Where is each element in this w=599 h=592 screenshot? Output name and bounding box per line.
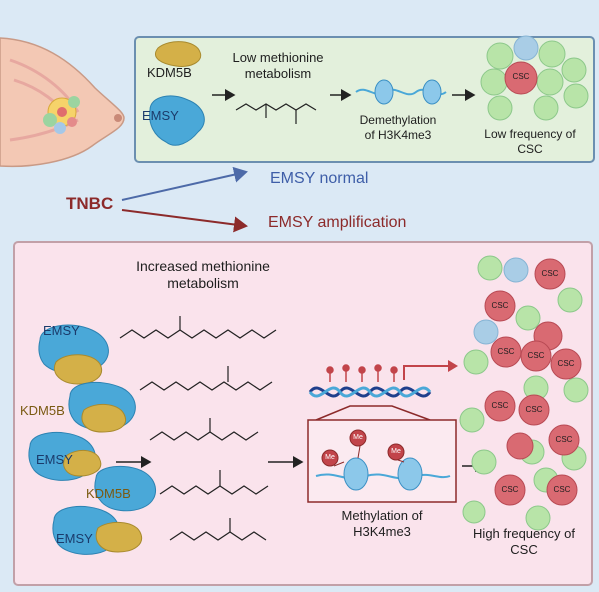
arrow-normal-branch bbox=[121, 166, 248, 201]
breast-illustration bbox=[0, 37, 125, 168]
emsy-label-normal: EMSY bbox=[142, 108, 179, 123]
csc-badge-amp-6: CSC bbox=[491, 401, 509, 410]
low-frequency-line1: Low frequency of bbox=[484, 127, 576, 141]
me-badge-2 bbox=[349, 429, 367, 447]
increased-methionine-line1: Increased methionine bbox=[136, 258, 270, 274]
low-frequency-line2: CSC bbox=[517, 142, 543, 156]
me-badge-3 bbox=[387, 443, 405, 461]
normal-panel bbox=[134, 36, 595, 163]
low-methionine-label: Low methionine metabolism bbox=[218, 50, 338, 82]
methionine-molecules-amplified bbox=[119, 316, 277, 541]
csc-badge-amp-3: CSC bbox=[497, 347, 515, 356]
csc-badge-amp-7: CSC bbox=[525, 405, 543, 414]
csc-badge-amp-2: CSC bbox=[491, 301, 509, 310]
high-frequency-line2: CSC bbox=[510, 542, 538, 557]
emsy-label-amp-2: EMSY bbox=[36, 452, 73, 467]
emsy-label-amp-1: EMSY bbox=[43, 323, 80, 338]
increased-methionine-line2: metabolism bbox=[167, 275, 239, 291]
kdm5b-protein-normal bbox=[154, 41, 202, 67]
me-text-3: Me bbox=[391, 448, 401, 455]
demethylation-line1: Demethylation bbox=[359, 113, 437, 127]
low-frequency-csc-label: Low frequency of CSC bbox=[466, 127, 594, 157]
csc-badge-normal: CSC bbox=[512, 72, 530, 81]
demethylation-line2: of H3K4me3 bbox=[364, 128, 432, 142]
me-text-2: Me bbox=[353, 434, 363, 441]
kdm5b-label-amp-2: KDM5B bbox=[86, 486, 131, 501]
emsy-normal-label: EMSY normal bbox=[270, 170, 369, 187]
csc-cell-normal bbox=[504, 61, 538, 95]
methionine-molecule-normal bbox=[235, 103, 317, 124]
low-methionine-line1: Low methionine bbox=[232, 50, 324, 65]
csc-badge-amp-1: CSC bbox=[541, 269, 559, 278]
emsy-label-amp-3: EMSY bbox=[56, 531, 93, 546]
csc-badge-amp-10: CSC bbox=[553, 485, 571, 494]
cell-cluster-normal bbox=[480, 35, 589, 121]
csc-badge-amp-9: CSC bbox=[501, 485, 519, 494]
nucleosomes-methylated bbox=[315, 429, 451, 491]
kdm5b-label-normal: KDM5B bbox=[147, 65, 192, 80]
low-methionine-line2: metabolism bbox=[244, 66, 312, 81]
protein-stack-amplified bbox=[28, 324, 156, 555]
methylation-line1: Methylation of bbox=[341, 508, 423, 523]
me-badge-1 bbox=[321, 449, 339, 467]
high-frequency-csc-label: High frequency of CSC bbox=[456, 526, 592, 558]
cell-cluster-amplified bbox=[459, 255, 589, 531]
methylation-label: Methylation of H3K4me3 bbox=[316, 508, 448, 540]
kdm5b-label-amp-1: KDM5B bbox=[20, 403, 65, 418]
methylation-line2: H3K4me3 bbox=[353, 524, 411, 539]
high-frequency-line1: High frequency of bbox=[473, 526, 575, 541]
csc-badge-amp-4: CSC bbox=[527, 351, 545, 360]
emsy-protein-normal bbox=[149, 95, 205, 146]
increased-methionine-label: Increased methionine metabolism bbox=[128, 258, 278, 292]
demethylation-label: Demethylation of H3K4me3 bbox=[340, 113, 456, 143]
emsy-amplification-label: EMSY amplification bbox=[268, 214, 407, 231]
dna-nucleosome-normal bbox=[355, 79, 447, 105]
csc-badge-amp-5: CSC bbox=[557, 359, 575, 368]
tnbc-label: TNBC bbox=[66, 194, 114, 213]
arrow-amplification-branch bbox=[121, 209, 248, 233]
me-text-1: Me bbox=[325, 454, 335, 461]
dna-helix-amplified bbox=[308, 360, 458, 398]
csc-badge-amp-8: CSC bbox=[555, 435, 573, 444]
